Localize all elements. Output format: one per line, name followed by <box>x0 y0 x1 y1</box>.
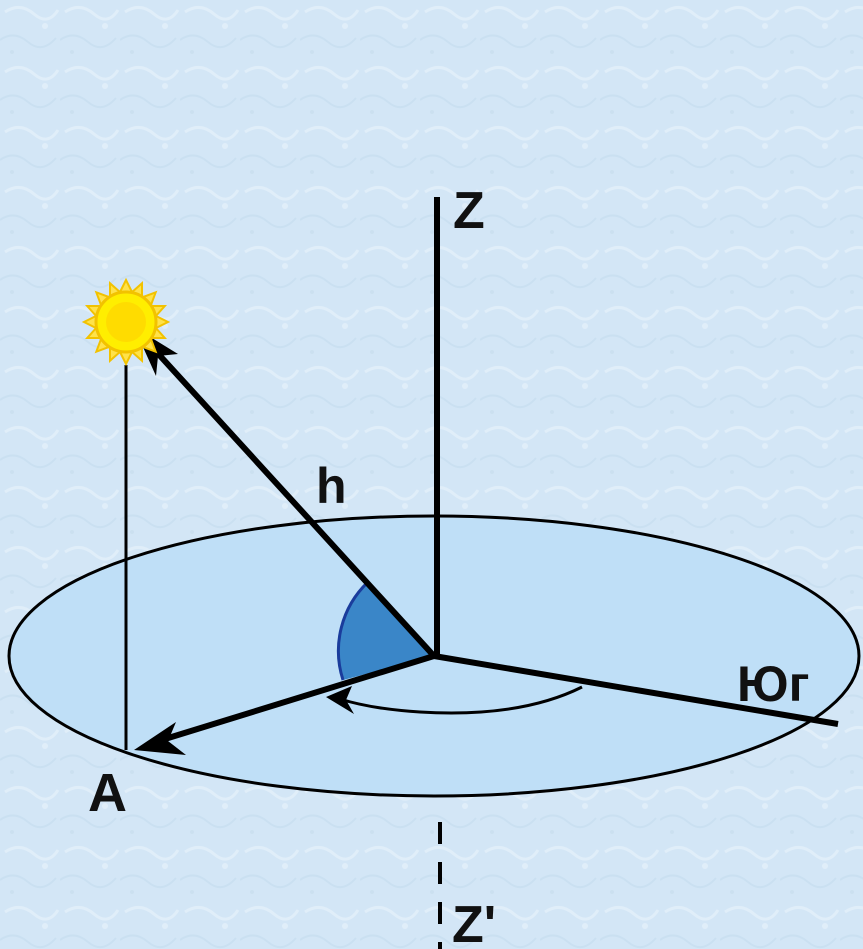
azimuth-arrowhead <box>326 686 354 714</box>
azimuth-direction-line <box>151 653 435 746</box>
azimuth-direction-arrowhead <box>134 722 186 755</box>
south-label: Юг <box>737 656 809 712</box>
azimuth-arc <box>339 685 583 715</box>
point-a-label: A <box>88 763 127 823</box>
south-direction-line <box>433 653 839 727</box>
zenith-label: Z <box>453 182 485 240</box>
altitude-arc <box>336 580 370 681</box>
altitude-line <box>149 344 437 659</box>
sun-icon <box>81 277 171 367</box>
altitude-label: h <box>316 458 347 514</box>
altitude-sector <box>338 582 434 680</box>
nadir-label: Z' <box>452 896 496 949</box>
